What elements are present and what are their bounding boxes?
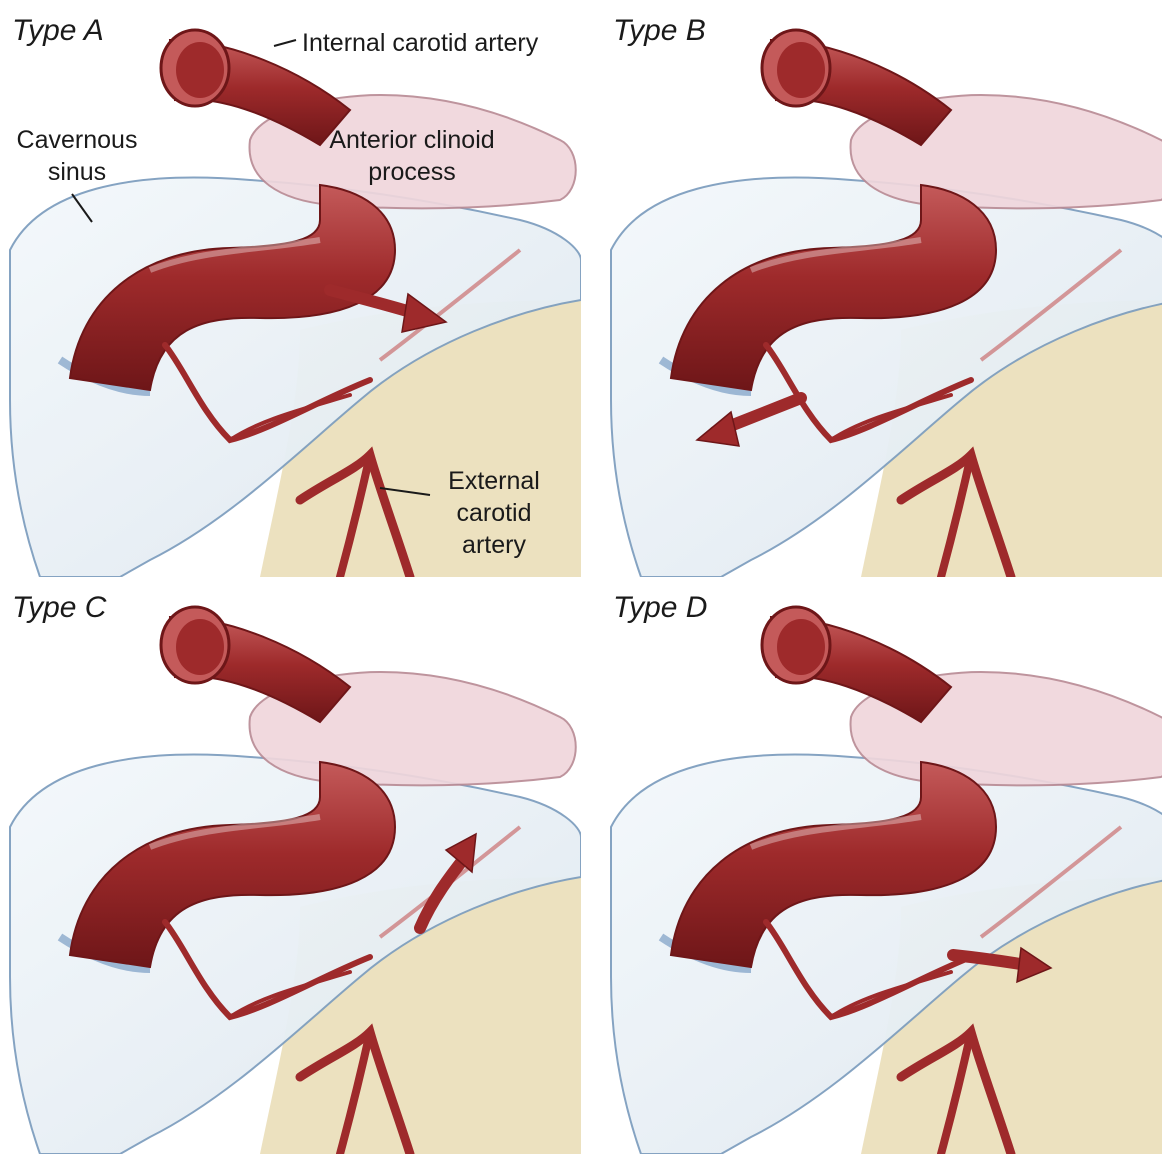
label-cavernous-sinus-line2: sinus <box>47 158 107 186</box>
ica-highlight <box>148 814 321 850</box>
ica-lumen-inner <box>777 42 825 98</box>
panel-type-b-illustration <box>610 28 1162 577</box>
label-internal-carotid-artery-text: Internal carotid artery <box>302 29 539 57</box>
panel-type-c: Type C <box>0 577 581 1154</box>
ica-cavernous-siphon <box>68 183 397 392</box>
dural-branch-posterior <box>979 825 1123 939</box>
ica-lumen-inner <box>176 42 224 98</box>
ica-cavernous-siphon <box>669 760 998 969</box>
ica-cavernous-siphon <box>669 183 998 392</box>
label-cavernous-sinus: Cavernous sinus <box>8 124 146 188</box>
dural-branch-posterior <box>979 248 1123 362</box>
label-external-carotid-artery-line1: External <box>448 467 540 495</box>
panel-type-b-title: Type B <box>613 14 706 47</box>
leader-ica <box>273 39 297 47</box>
fistula-flow-arrow-head <box>1016 946 1053 984</box>
fistula-flow-arrow-head <box>695 410 740 447</box>
panel-type-d: Type D <box>601 577 1162 1154</box>
panel-type-a-illustration <box>9 28 581 577</box>
label-external-carotid-artery-line2: carotid <box>456 499 532 527</box>
label-internal-carotid-artery: Internal carotid artery <box>302 27 538 59</box>
panel-type-c-illustration <box>9 605 581 1154</box>
panel-artwork-inner <box>9 28 581 577</box>
panel-artwork <box>610 28 1162 577</box>
panel-type-a-title: Type A <box>12 14 104 47</box>
dural-branch-secondary <box>228 393 352 442</box>
ica-cavernous-siphon <box>68 760 397 969</box>
panel-artwork-inner <box>610 605 1162 1154</box>
panel-artwork <box>9 605 581 1154</box>
panel-type-d-title: Type D <box>613 591 708 624</box>
dural-branch-posterior <box>378 248 522 362</box>
label-cavernous-sinus-line1: Cavernous <box>16 126 138 154</box>
fistula-flow-arrow-head <box>401 292 448 333</box>
panel-artwork <box>610 605 1162 1154</box>
ica-highlight <box>148 237 321 273</box>
external-carotid-branch <box>937 451 975 577</box>
ica-highlight <box>749 237 922 273</box>
panel-type-b: Type B <box>601 0 1162 577</box>
ica-highlight <box>749 814 922 850</box>
ica-lumen-inner <box>176 619 224 675</box>
external-carotid-branch <box>336 1028 374 1154</box>
panel-type-c-title: Type C <box>12 591 107 624</box>
leader-external-carotid <box>379 487 431 496</box>
dural-branch-secondary <box>228 970 352 1019</box>
panel-artwork <box>9 28 581 577</box>
dural-branch-secondary <box>829 970 953 1019</box>
fistula-flow-arrow-head <box>444 832 477 874</box>
external-carotid-branch <box>336 451 374 577</box>
label-anterior-clinoid-process-line1: Anterior clinoid <box>329 126 495 154</box>
dural-branch-secondary <box>829 393 953 442</box>
label-anterior-clinoid-process: Anterior clinoid process <box>312 124 512 188</box>
panel-artwork-inner <box>610 28 1162 577</box>
panel-type-d-illustration <box>610 605 1162 1154</box>
label-external-carotid-artery-line3: artery <box>462 531 526 559</box>
panel-artwork-inner <box>9 605 581 1154</box>
external-carotid-branch <box>937 1028 975 1154</box>
ica-lumen-inner <box>777 619 825 675</box>
panel-type-a: Type A Internal carotid artery Cavernous… <box>0 0 581 577</box>
leader-cavernous-sinus <box>71 193 93 223</box>
label-external-carotid-artery: External carotid artery <box>430 465 558 561</box>
label-anterior-clinoid-process-line2: process <box>368 158 456 186</box>
